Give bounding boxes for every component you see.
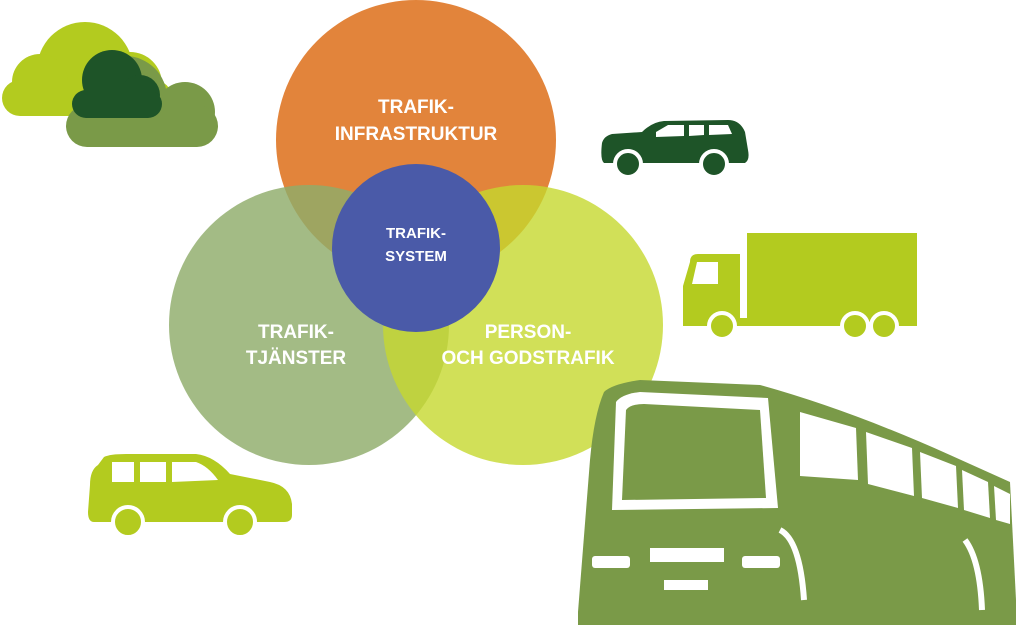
car-icon [88, 454, 292, 539]
bus-icon [578, 380, 1016, 625]
car-icon [601, 120, 749, 179]
traffic-label-2: OCH GODSTRAFIK [441, 348, 614, 369]
system-label-1: TRAFIK- [386, 225, 446, 242]
services-label-1: TRAFIK- [258, 322, 334, 343]
infrastructure-label-2: INFRASTRUKTUR [335, 124, 498, 145]
infrastructure-label-1: TRAFIK- [378, 97, 454, 118]
services-label-2: TJÄNSTER [246, 348, 347, 369]
truck-icon [683, 233, 917, 341]
cloud-icon [2, 22, 218, 147]
circle-system [332, 164, 500, 332]
system-label-2: SYSTEM [385, 248, 447, 265]
traffic-label-1: PERSON- [485, 322, 572, 343]
